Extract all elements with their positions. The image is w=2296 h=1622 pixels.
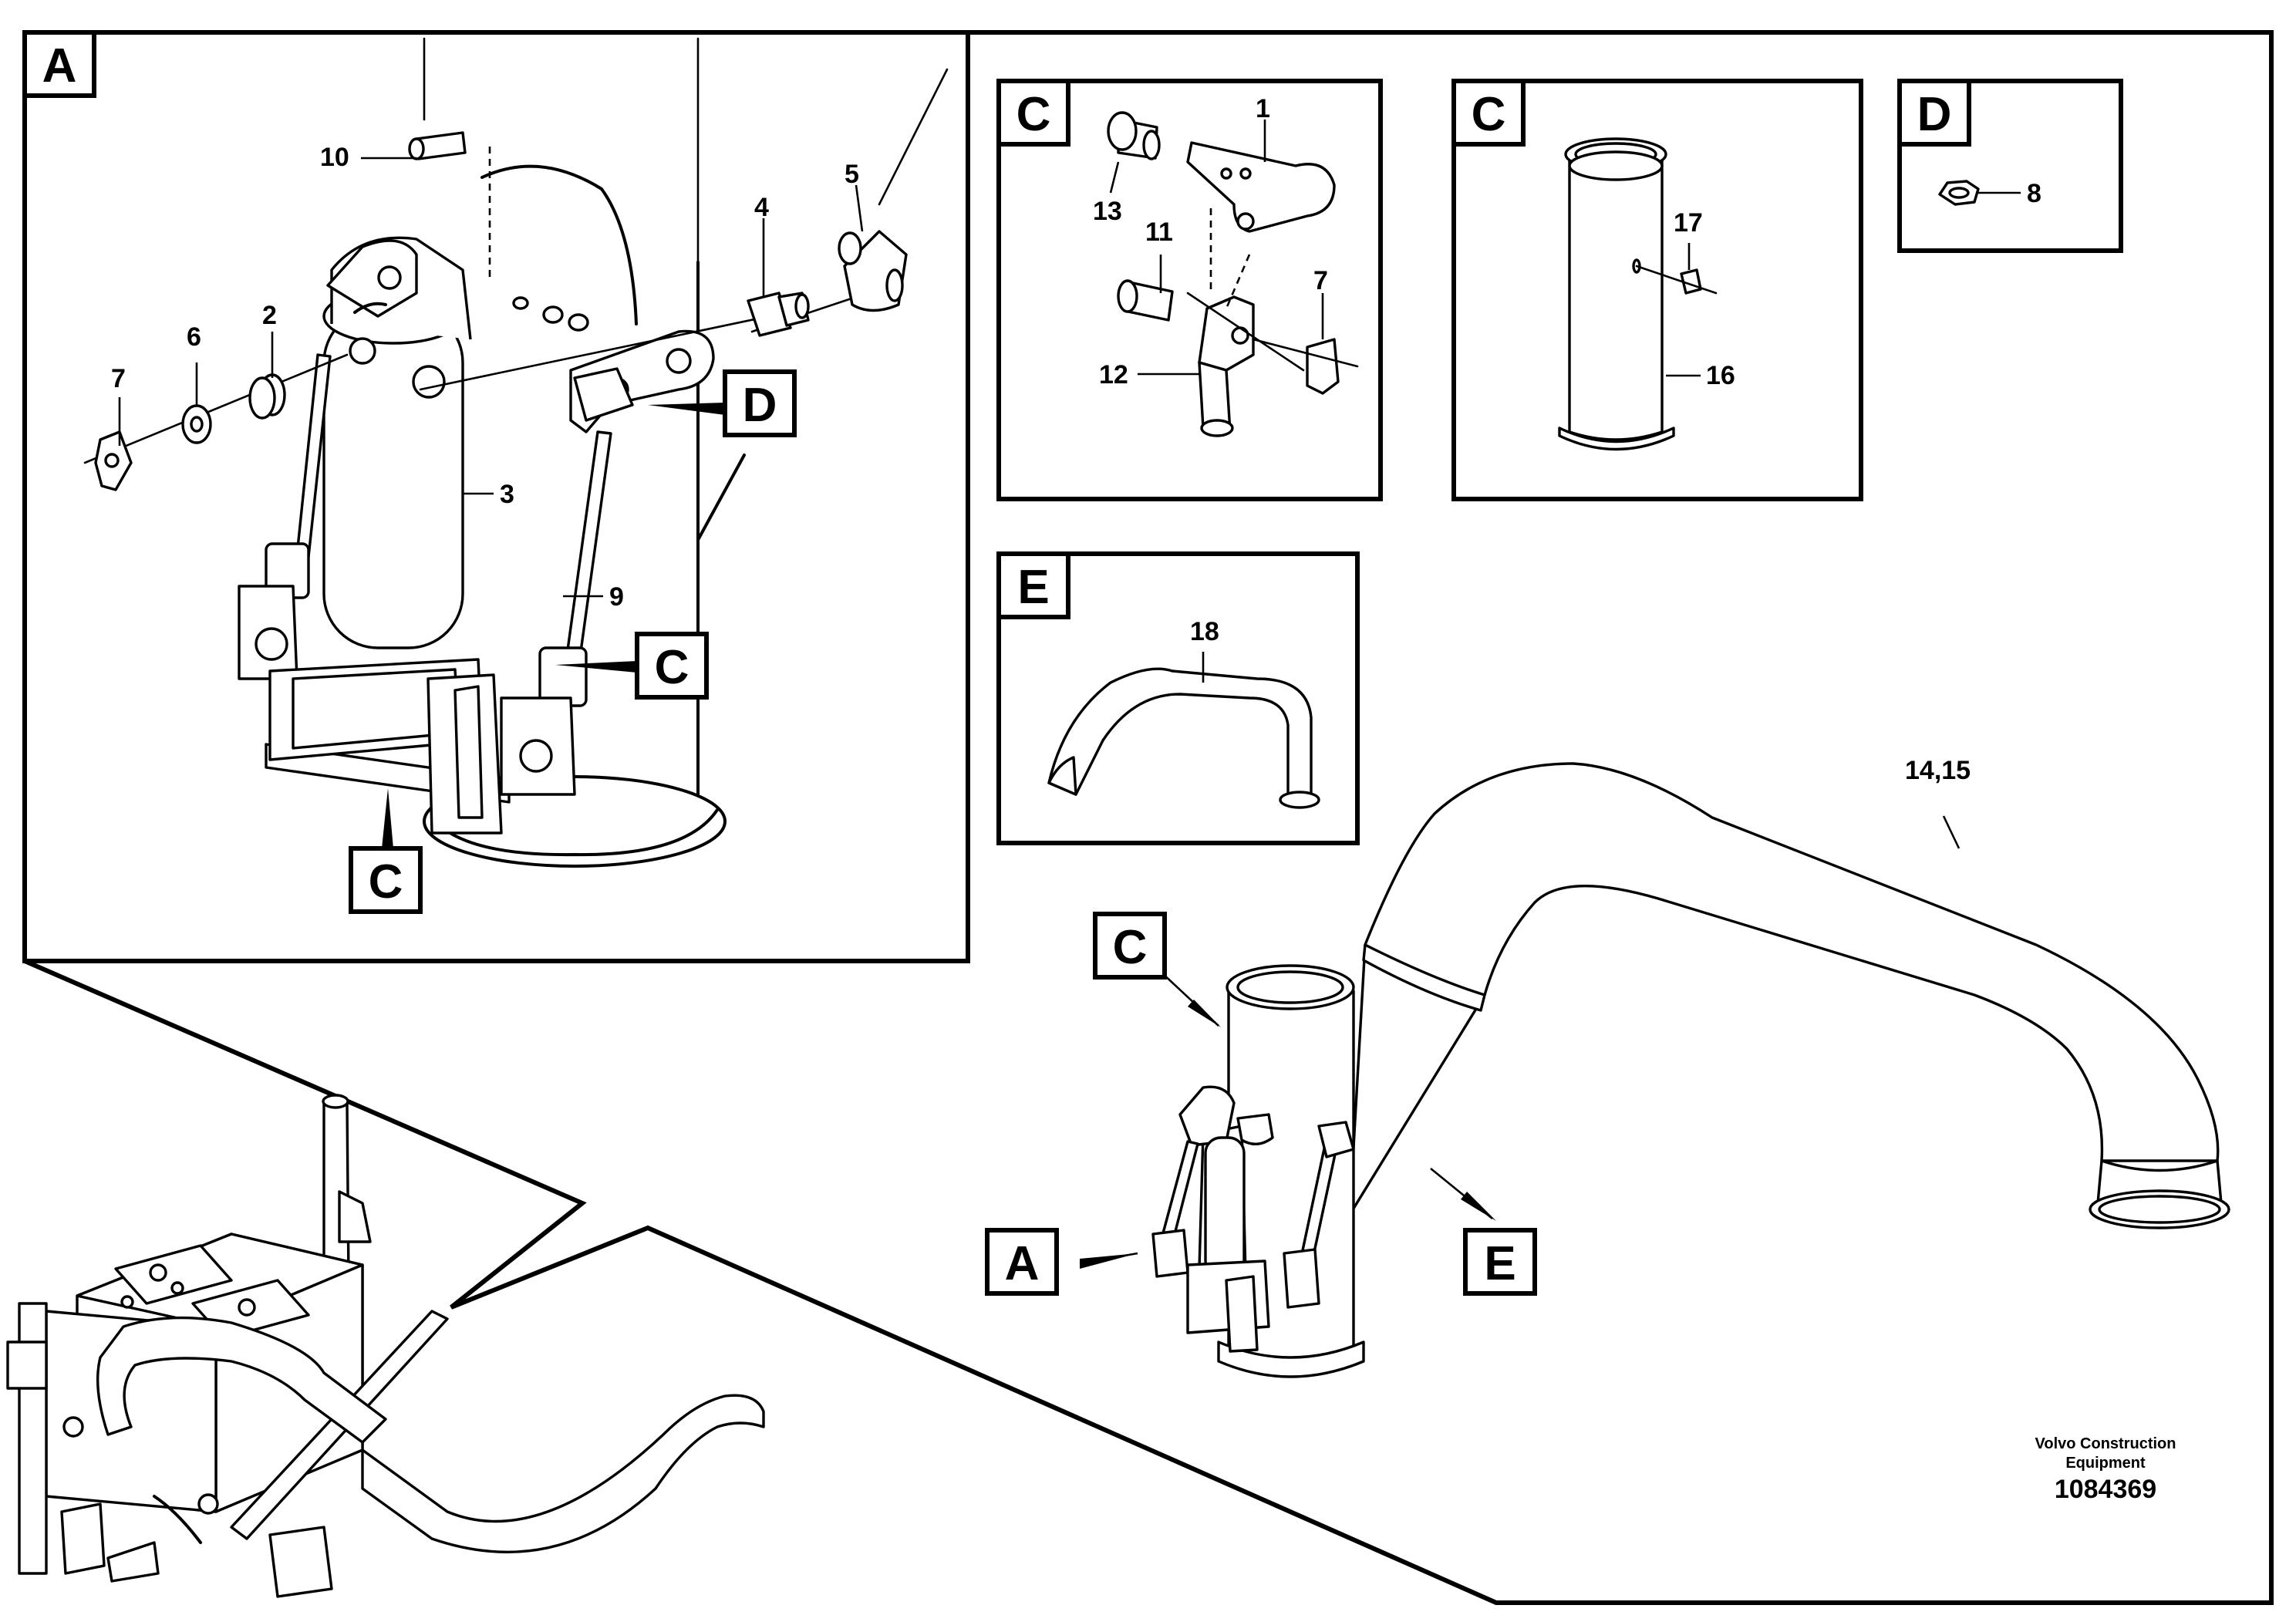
small-bolts-top [512,296,589,332]
label-box-d-a [723,369,797,437]
part-number-6: 6 [187,322,201,352]
part-6-washer [181,404,212,444]
detail-c1-parts [1107,111,1359,437]
part-18-tube [1047,667,1320,809]
label-box-c-main [1093,912,1167,980]
main-pipe-assembly [1151,762,2230,1378]
label-e-main: E [1484,1237,1515,1290]
label-box-c1 [996,79,1070,147]
part-number-4: 4 [754,193,769,222]
part-12-clevis [1198,295,1255,437]
part-number-8: 8 [2027,179,2041,208]
part-number-11: 11 [1145,218,1173,247]
part-number-13: 13 [1093,197,1122,226]
part-number-14-15: 14,15 [1905,756,1971,785]
footer-line1: Volvo Construction [2035,1435,2176,1452]
part-number-9: 9 [609,582,624,612]
part-number-12: 12 [1099,360,1128,389]
pointer-c-a-bottom [382,788,393,848]
label-c-main: C [1113,921,1148,974]
label-box-a-corner [22,30,96,98]
part-13-bushing [1107,111,1161,160]
label-box-a-main [985,1228,1059,1296]
label-d: D [1917,88,1952,141]
label-c2: C [1472,88,1506,141]
detail-a-frame [22,30,970,963]
label-box-e-main [1463,1228,1537,1296]
label-box-c-a-right [635,632,709,700]
label-c-a-right: C [655,641,689,694]
pointer-d-a [648,403,725,415]
label-a-corner: A [42,39,77,93]
part-number-5: 5 [845,160,859,189]
label-box-c-a-bottom [349,846,423,914]
part-number-3: 3 [500,480,514,509]
part-5-cap [838,230,908,312]
engine-overview [6,1094,765,1598]
part-4-nipple [747,292,810,337]
label-box-d [1897,79,1971,147]
part-number-1: 1 [1256,94,1270,123]
label-c1: C [1017,88,1051,141]
pointer-c-a [555,661,637,673]
part-number-18: 18 [1190,617,1219,646]
part-17-nipple [1680,268,1702,295]
part-number-16: 16 [1706,361,1735,390]
detail-c2-parts [1558,137,1718,451]
pointer-a-main [1080,1253,1138,1269]
part-10-bolt [408,131,467,160]
detail-a-assembly [83,37,949,868]
footer-drawing-number: 1084369 [2055,1475,2156,1504]
footer-line2: Equipment [2065,1455,2146,1472]
part-number-7-c: 7 [1313,266,1328,295]
part-number-10: 10 [320,143,349,172]
label-box-e [996,551,1070,619]
part-1-link [1186,141,1336,233]
part-8-nut [1938,180,1980,206]
part-number-7-a: 7 [111,364,126,393]
label-a-main: A [1005,1237,1040,1290]
part-number-2: 2 [262,301,277,330]
part-16-pipe [1558,137,1675,451]
part-7-clip-c [1306,338,1340,395]
label-box-c2 [1451,79,1526,147]
label-d-a: D [743,379,777,432]
part-2-bushing [248,373,286,420]
label-c-a-bottom: C [369,855,403,909]
part-number-17: 17 [1674,208,1703,238]
label-e: E [1017,561,1049,614]
